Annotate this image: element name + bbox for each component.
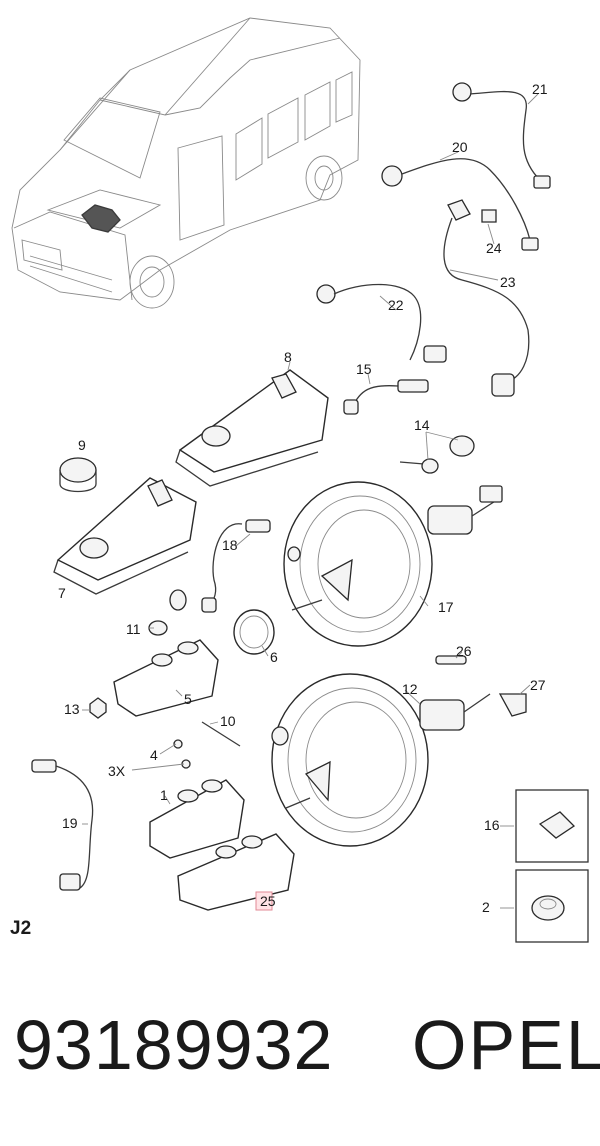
highlight-box xyxy=(255,891,273,911)
callout-15[interactable]: 15 xyxy=(356,361,372,377)
leader-lines xyxy=(82,93,539,909)
callout-25[interactable]: 2 xyxy=(482,899,490,915)
callout-21[interactable]: 21 xyxy=(532,81,548,97)
stud-10 xyxy=(201,721,241,747)
callout-22[interactable]: 22 xyxy=(388,297,404,313)
callout-13[interactable]: 13 xyxy=(64,701,80,717)
hose-15 xyxy=(343,379,429,415)
reservoir-cap-9 xyxy=(59,457,97,493)
master-cylinder-1 xyxy=(149,779,245,859)
master-cylinder-5 xyxy=(113,639,219,717)
brand-name: OPEL xyxy=(412,1006,600,1084)
callout-17[interactable]: 17 xyxy=(438,599,454,615)
callout-5[interactable]: 5 xyxy=(184,691,192,707)
callout-6[interactable]: 6 xyxy=(270,649,278,665)
bracket-27 xyxy=(498,693,527,717)
callout-11[interactable]: 11 xyxy=(126,621,141,637)
plug-11 xyxy=(148,589,187,636)
brake-pipe-19 xyxy=(31,759,94,891)
fluid-reservoir-7 xyxy=(53,477,197,595)
brake-pipe-23 xyxy=(443,199,530,397)
callout-labels: 21 20 24 23 22 8 15 14 9 18 7 17 11 6 26… xyxy=(58,81,548,915)
callout-3x[interactable]: 3X xyxy=(108,763,126,779)
brake-pipe-22 xyxy=(316,283,447,363)
callout-24[interactable]: 24 xyxy=(486,240,502,256)
van-illustration xyxy=(11,17,361,309)
master-cylinder-2 xyxy=(177,833,295,911)
brake-booster-17 xyxy=(283,481,503,647)
callout-1[interactable]: 1 xyxy=(160,787,168,803)
callout-7[interactable]: 7 xyxy=(58,585,66,601)
brake-booster-12 xyxy=(271,673,491,847)
callout-10[interactable]: 10 xyxy=(220,713,236,729)
exploded-parts-diagram: 21 20 24 23 22 8 15 14 9 18 7 17 11 6 26… xyxy=(11,17,589,943)
callout-8[interactable]: 8 xyxy=(284,349,292,365)
callout-2[interactable]: 25 xyxy=(260,893,276,909)
pin-26 xyxy=(435,655,467,665)
part-number: 93189932 xyxy=(14,1006,334,1084)
check-valve-14 xyxy=(399,435,475,474)
brake-pipe-20 xyxy=(381,158,539,251)
vacuum-hose-18 xyxy=(201,519,271,613)
section-label: J2 xyxy=(10,918,32,939)
clip-24 xyxy=(481,209,497,223)
callout-4[interactable]: 4 xyxy=(150,747,158,763)
bleeder-screws-3x xyxy=(173,739,191,769)
callout-19[interactable]: 19 xyxy=(62,815,78,831)
callout-26[interactable]: 26 xyxy=(456,643,472,659)
callout-9[interactable]: 9 xyxy=(78,437,86,453)
brake-pipe-21 xyxy=(452,82,551,189)
callout-23[interactable]: 23 xyxy=(500,274,516,290)
callout-20[interactable]: 20 xyxy=(452,139,468,155)
seal-ring-6 xyxy=(233,609,275,655)
callout-14[interactable]: 14 xyxy=(414,417,430,433)
callout-27[interactable]: 27 xyxy=(530,677,546,693)
callout-16[interactable]: 16 xyxy=(484,817,500,833)
detail-box-16 xyxy=(515,789,589,863)
nut-13 xyxy=(89,697,107,719)
callout-12[interactable]: 12 xyxy=(402,681,418,697)
callout-18[interactable]: 18 xyxy=(222,537,238,553)
detail-box-25 xyxy=(515,869,589,943)
fluid-reservoir-8 xyxy=(175,369,329,487)
